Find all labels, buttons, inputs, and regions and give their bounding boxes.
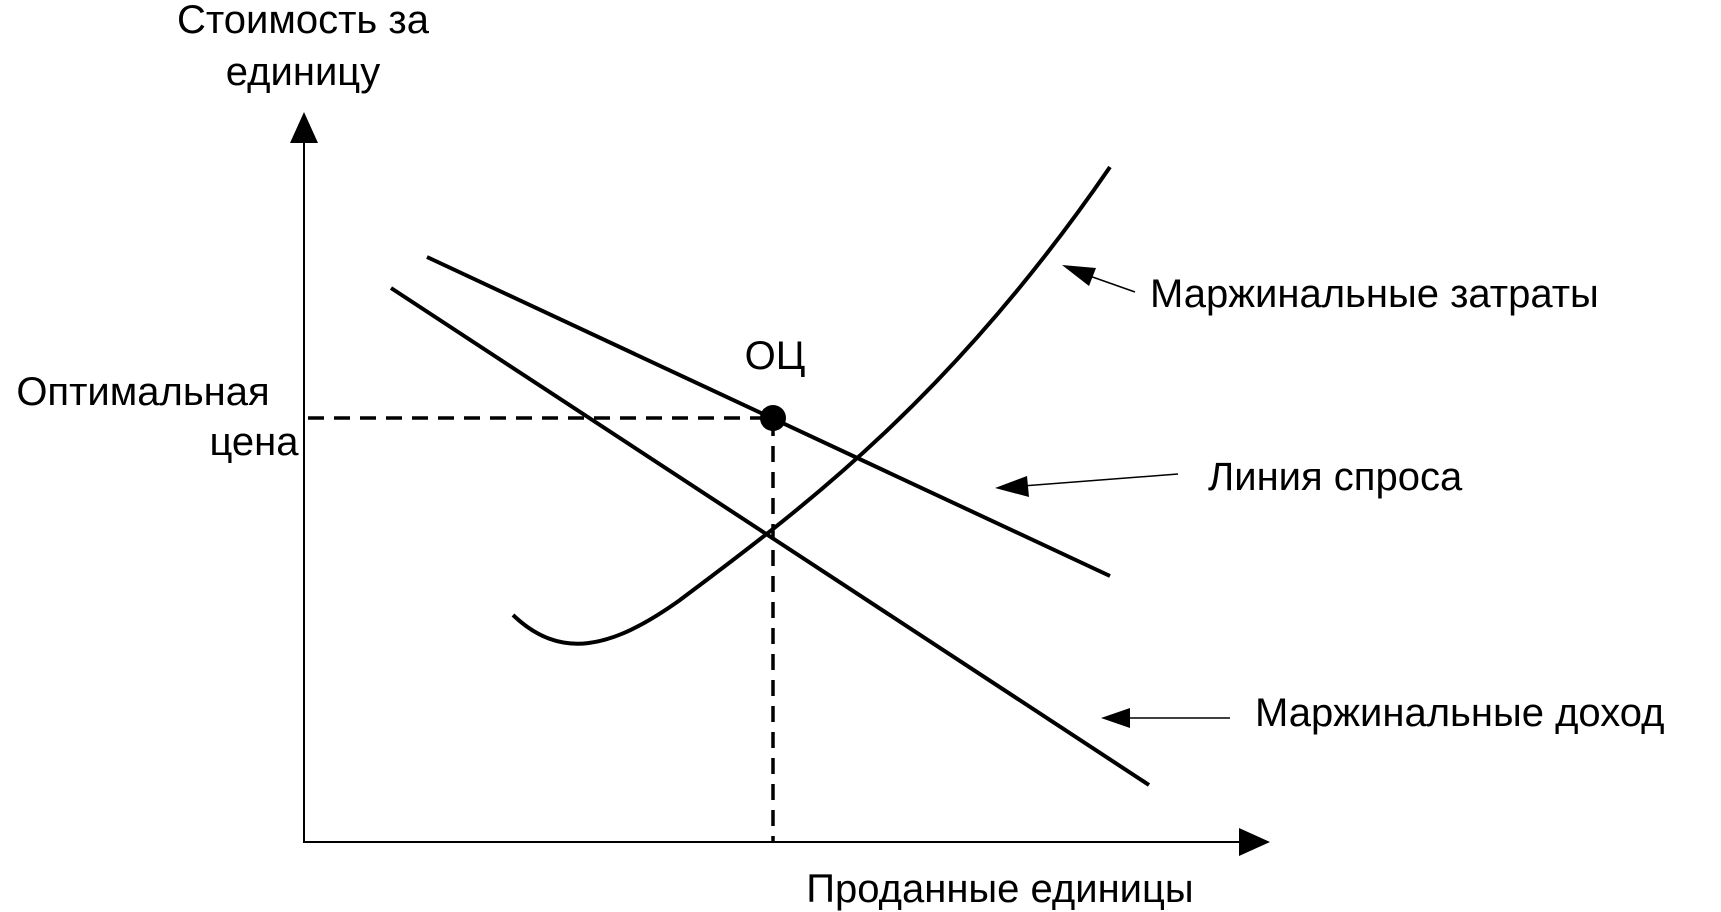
demand-pointer-arrow xyxy=(1009,473,1179,488)
y-axis-arrowhead xyxy=(290,112,318,143)
x-axis-arrowhead xyxy=(1239,828,1270,856)
optimal-price-point xyxy=(760,405,786,431)
y-axis-label-line1: Стоимость за xyxy=(177,0,430,42)
marginal-cost-pointer-arrowhead xyxy=(1062,265,1096,286)
optimal-price-label-line1: Оптимальная xyxy=(16,370,269,414)
optimal-price-label-line2: цена xyxy=(209,420,299,464)
marginal-revenue-label: Маржинальные доход xyxy=(1255,691,1664,735)
demand-pointer-arrowhead xyxy=(995,476,1029,497)
y-axis-label-line2: единицу xyxy=(226,50,380,94)
marginal-cost-label: Маржинальные затраты xyxy=(1150,272,1599,316)
marginal-revenue-line xyxy=(389,286,1151,787)
marginal-cost-curve xyxy=(511,165,1112,646)
optimal-price-point-label: ОЦ xyxy=(745,334,806,378)
marginal-revenue-pointer-arrowhead xyxy=(1101,708,1130,728)
x-axis-label: Проданные единицы xyxy=(806,867,1193,911)
demand-line-label: Линия спроса xyxy=(1208,455,1463,499)
